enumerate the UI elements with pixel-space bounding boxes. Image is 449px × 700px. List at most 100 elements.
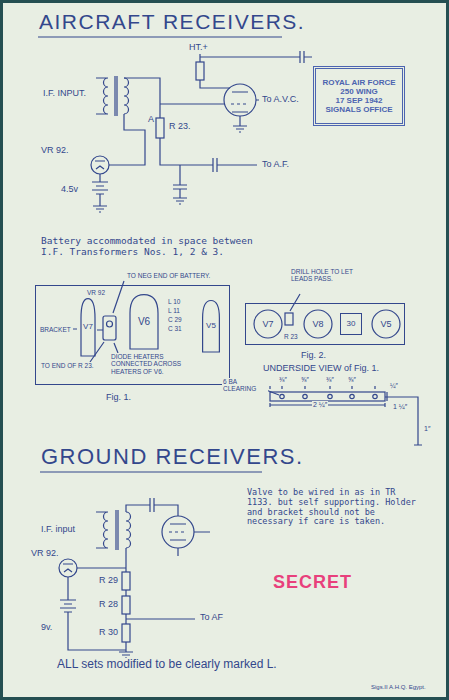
resistor-symbol bbox=[122, 624, 130, 642]
drill-hole bbox=[285, 313, 293, 325]
leader-note: DIODE HEATERS CONNECTED ACROSS HEATERS O… bbox=[110, 353, 204, 375]
valve-symbol bbox=[224, 84, 256, 116]
text-holder: V6 bbox=[124, 294, 164, 349]
transformer-core bbox=[116, 510, 118, 550]
node-text: V6 bbox=[138, 316, 150, 328]
node-text: V5 bbox=[206, 321, 216, 330]
leader-note: TO NEG END OF BATTERY. bbox=[126, 272, 211, 279]
valve-socket: V5 bbox=[372, 310, 400, 338]
valve-type: VR 92. bbox=[30, 548, 60, 558]
component-label: R 28 bbox=[98, 599, 119, 609]
transformer-secondary bbox=[126, 512, 131, 548]
transformer-core bbox=[115, 76, 117, 116]
point-label: A bbox=[147, 114, 155, 124]
earth-symbol bbox=[93, 126, 247, 212]
node-text: 30 bbox=[347, 319, 356, 328]
signal-name: I.F. INPUT. bbox=[42, 88, 87, 98]
valve-electrodes bbox=[169, 524, 186, 540]
dimension: ⅝″ bbox=[300, 376, 310, 383]
leader-note: DRILL HOLE TO LET LEADS PASS. bbox=[290, 268, 370, 283]
text-holder: 30 bbox=[341, 314, 361, 334]
signal-name: To A.F. bbox=[261, 159, 290, 169]
dimension: ⅝″ bbox=[347, 376, 357, 383]
leader-line bbox=[90, 281, 300, 395]
template-hole bbox=[373, 394, 377, 398]
supply-label: HT.+ bbox=[188, 42, 209, 52]
diode-valve-holder bbox=[103, 316, 116, 340]
voltage-label: 9v. bbox=[40, 622, 53, 632]
node-text: SIGNALS OFFICE bbox=[325, 105, 392, 114]
component-label: C 29 bbox=[167, 316, 183, 323]
bulb-shape bbox=[130, 295, 158, 349]
transformer-primary bbox=[96, 512, 108, 548]
text-holder: BRACKET bbox=[40, 326, 71, 333]
bulb-shape bbox=[81, 299, 95, 356]
part-label: R 23 bbox=[284, 333, 298, 340]
figure-caption: Fig. 1. bbox=[105, 392, 132, 402]
signal-name: To AF bbox=[199, 612, 224, 622]
dimension: ⅜″ bbox=[278, 376, 288, 383]
node-text: V5 bbox=[380, 319, 391, 329]
text-holder: V5 bbox=[372, 310, 400, 338]
template-hole bbox=[328, 394, 332, 398]
circle-shape bbox=[372, 310, 400, 338]
valve-electrodes bbox=[231, 92, 248, 112]
component-label: L 11 bbox=[167, 307, 181, 314]
dimension: 1″ bbox=[423, 425, 431, 433]
diode-valve-symbol bbox=[59, 559, 77, 577]
transformer-primary bbox=[96, 78, 108, 114]
wire bbox=[100, 54, 312, 206]
circle-shape bbox=[304, 310, 332, 338]
dimension: 2 ¼″ bbox=[312, 401, 328, 409]
node-text: V7 bbox=[83, 322, 93, 331]
dimension: 1 ¼″ bbox=[392, 403, 408, 411]
resistor-symbol bbox=[196, 62, 204, 80]
template-hole bbox=[350, 394, 354, 398]
battery-symbol bbox=[92, 182, 108, 194]
node-text: V7 bbox=[262, 319, 273, 329]
resistor-symbol bbox=[156, 118, 164, 138]
signal-name: To A.V.C. bbox=[261, 94, 300, 104]
heading: GROUND RECEIVERS. bbox=[40, 444, 305, 469]
valve-outline: V7 bbox=[78, 298, 98, 356]
note-text: Valve to be wired in as in TR 1133. but … bbox=[246, 488, 420, 527]
valve-type: VR 92. bbox=[40, 145, 70, 155]
resistor-symbol bbox=[122, 572, 130, 590]
text-holder: V8 bbox=[304, 310, 332, 338]
origin-mark: Sigs.II A.H.Q. Egypt. bbox=[370, 684, 427, 691]
node-text: V8 bbox=[312, 319, 323, 329]
valve-type: VR 92 bbox=[86, 289, 106, 296]
valve-outline: V5 bbox=[199, 300, 223, 352]
heading: AIRCRAFT RECEIVERS. bbox=[38, 10, 306, 34]
voltage-label: 4.5v bbox=[60, 184, 79, 194]
component-label: R 30 bbox=[98, 627, 119, 637]
component-label: R 23. bbox=[168, 121, 192, 131]
node-text: 250 WING bbox=[340, 87, 377, 96]
valve-socket: V8 bbox=[304, 310, 332, 338]
component-box: 30 bbox=[340, 313, 362, 335]
circle-shape bbox=[254, 310, 282, 338]
dimension-line bbox=[270, 386, 422, 445]
instruction-note: ALL sets modified to be clearly marked L… bbox=[56, 658, 278, 672]
component-label: L 10 bbox=[167, 298, 181, 305]
node-text: 17 SEP 1942 bbox=[335, 96, 382, 105]
text-holder: V7 bbox=[78, 298, 98, 356]
diode-electrodes bbox=[63, 564, 73, 572]
diode-electrodes bbox=[95, 161, 105, 169]
text-holder: V7 bbox=[254, 310, 282, 338]
chassis-underside: V7 V8 30 V5 R 23 bbox=[245, 303, 405, 345]
leader-note: TO END OF R 23. bbox=[40, 362, 98, 369]
wire bbox=[68, 505, 210, 652]
dimension: ⅜″ bbox=[325, 376, 335, 383]
text-holder: R 23 bbox=[284, 333, 298, 340]
capacitor-symbol bbox=[150, 498, 154, 512]
dimension: ¼″ bbox=[389, 382, 399, 389]
node-text: ROYAL AIR FORCE bbox=[322, 78, 395, 87]
note-text: Battery accommodated in space between I.… bbox=[40, 236, 264, 258]
figure-caption: Fig. 2. bbox=[300, 350, 327, 360]
template-hole bbox=[280, 394, 284, 398]
resistor-symbol bbox=[122, 596, 130, 614]
figure-caption: UNDERSIDE VIEW of Fig. 1. bbox=[262, 363, 380, 373]
bulb-shape bbox=[203, 301, 220, 352]
diode-valve-symbol bbox=[91, 156, 109, 174]
